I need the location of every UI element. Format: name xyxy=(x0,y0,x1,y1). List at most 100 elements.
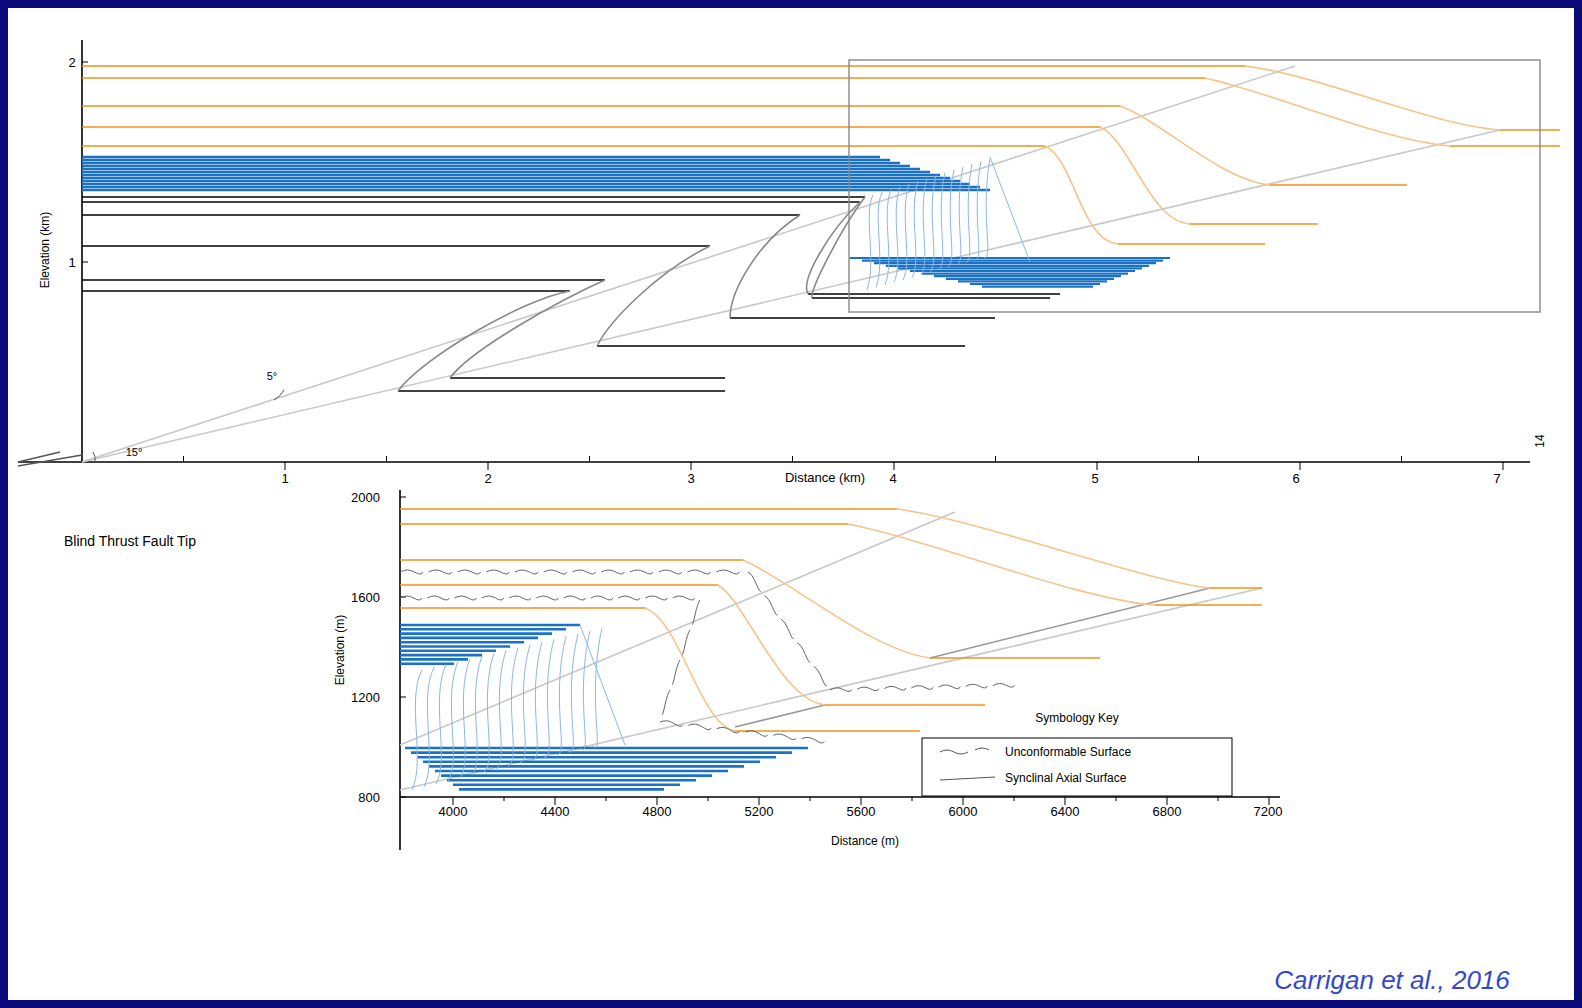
stroke xyxy=(1503,462,1504,470)
stroke xyxy=(82,156,880,158)
stroke xyxy=(82,171,930,173)
axis-label: 6000 xyxy=(949,805,978,818)
stroke xyxy=(504,797,505,801)
stroke xyxy=(400,645,510,648)
axis-label: 5 xyxy=(1091,472,1098,485)
stroke xyxy=(568,634,578,752)
stroke xyxy=(447,779,696,782)
stroke xyxy=(435,770,728,773)
stroke xyxy=(400,641,524,644)
cross-section-illustration xyxy=(8,8,1574,1000)
axis-label: 2 xyxy=(484,472,491,485)
stroke xyxy=(1097,462,1098,470)
stroke xyxy=(436,664,446,784)
stroke xyxy=(448,662,458,781)
axis-label: Elevation (km) xyxy=(39,212,51,289)
stroke xyxy=(183,456,184,462)
axis-label: 2000 xyxy=(351,491,380,504)
stroke xyxy=(453,783,680,786)
citation: Carrigan et al., 2016 xyxy=(1274,967,1510,993)
stroke xyxy=(922,273,1128,275)
stroke xyxy=(82,177,950,179)
stroke xyxy=(946,278,1114,280)
stroke xyxy=(82,159,890,161)
stroke xyxy=(400,632,552,635)
stroke xyxy=(957,167,963,265)
stroke xyxy=(411,751,792,754)
stroke xyxy=(82,174,940,176)
stroke xyxy=(400,628,566,631)
stroke xyxy=(580,625,625,745)
stroke xyxy=(810,797,811,801)
stroke xyxy=(910,270,1135,272)
stroke xyxy=(589,456,590,462)
stroke xyxy=(82,186,980,188)
stroke xyxy=(886,265,1149,267)
axis-label: 7200 xyxy=(1254,805,1283,818)
axis-label: Elevation (m) xyxy=(334,615,346,686)
axis-label: 4400 xyxy=(541,805,570,818)
stroke xyxy=(940,748,989,754)
stroke xyxy=(400,570,739,574)
axis-label: 4 xyxy=(889,472,896,485)
axis-label: Blind Thrust Fault Tip xyxy=(64,534,196,548)
axis-label: Symbology Key xyxy=(1035,712,1118,724)
stroke xyxy=(484,653,494,772)
axis-label: 1200 xyxy=(351,691,380,704)
stroke xyxy=(903,184,909,280)
axis-label: 7 xyxy=(1493,472,1500,485)
axis-label: 15° xyxy=(126,447,143,458)
stroke xyxy=(459,788,664,791)
stroke xyxy=(867,195,873,290)
stroke xyxy=(792,456,793,462)
stroke xyxy=(708,797,709,801)
stroke xyxy=(400,596,695,600)
stroke xyxy=(488,462,489,470)
stroke xyxy=(423,760,760,763)
axis-label: 6800 xyxy=(1153,805,1182,818)
stroke xyxy=(748,572,827,686)
stroke xyxy=(830,684,1015,692)
stroke xyxy=(386,456,387,462)
stroke xyxy=(885,189,891,285)
stroke xyxy=(400,797,406,798)
stroke xyxy=(966,164,972,262)
stroke xyxy=(894,462,895,470)
stroke xyxy=(82,168,920,170)
stroke xyxy=(975,161,981,260)
stroke xyxy=(995,456,996,462)
stroke xyxy=(958,280,1107,282)
stroke xyxy=(662,600,700,714)
stroke xyxy=(400,649,496,652)
stroke xyxy=(990,157,1030,262)
stroke xyxy=(930,175,936,272)
legend-entry: Synclinal Axial Surface xyxy=(1005,771,1126,785)
axis-label: 5° xyxy=(267,371,278,382)
stroke xyxy=(556,636,566,754)
stroke xyxy=(1218,797,1219,801)
axis-label: 1600 xyxy=(351,591,380,604)
stroke xyxy=(874,262,1156,264)
stroke xyxy=(400,658,468,661)
stroke xyxy=(898,267,1142,269)
axis-label: Distance (km) xyxy=(785,471,865,484)
stroke xyxy=(520,645,530,763)
stroke xyxy=(1300,462,1301,470)
axis-label: Distance (m) xyxy=(831,835,899,847)
stroke xyxy=(472,656,482,775)
stroke xyxy=(921,178,927,275)
stroke xyxy=(417,756,776,759)
stroke xyxy=(934,275,1121,277)
axis-label: 4000 xyxy=(439,805,468,818)
stroke xyxy=(285,462,286,470)
stroke xyxy=(82,162,900,164)
stroke xyxy=(82,62,88,63)
axis-label: 3 xyxy=(687,472,694,485)
stroke xyxy=(876,192,882,287)
axis-label: 14 xyxy=(1534,434,1546,447)
stroke xyxy=(939,173,945,270)
stroke xyxy=(606,797,607,801)
stroke xyxy=(691,462,692,470)
axis-label: 2 xyxy=(68,56,75,69)
